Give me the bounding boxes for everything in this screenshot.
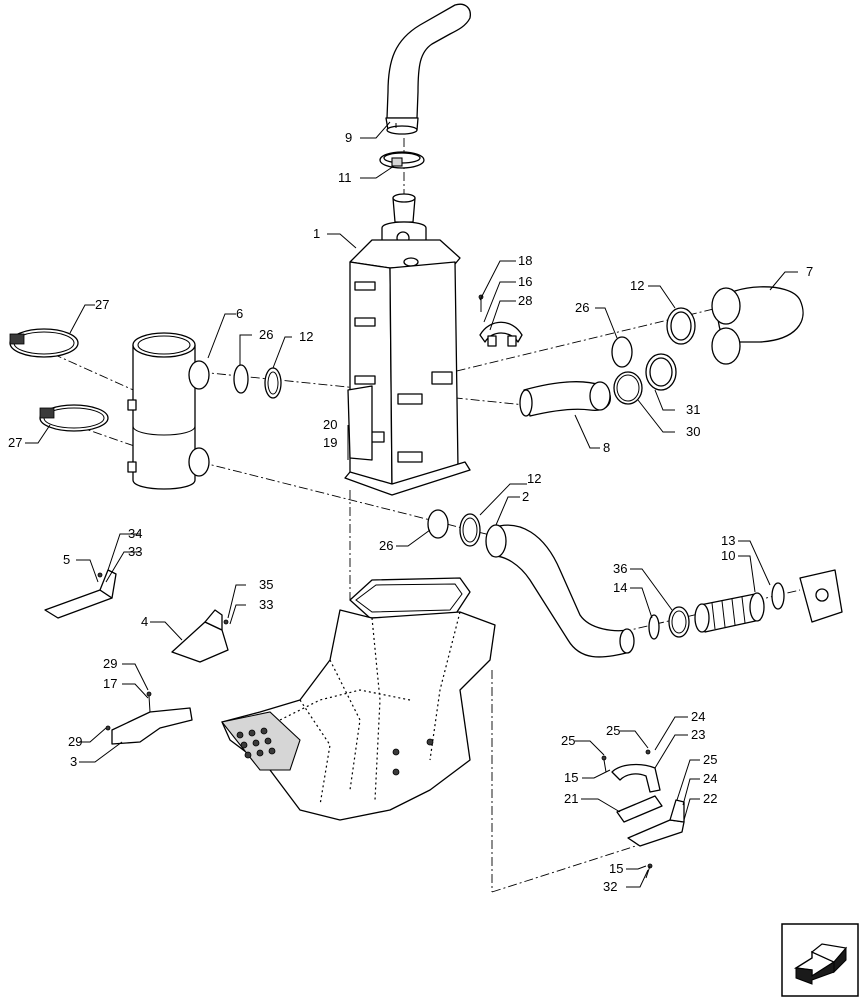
callout-4: 4 [141, 614, 148, 629]
callout-3: 3 [70, 754, 77, 769]
callout-27: 27 [95, 297, 109, 312]
callout-6: 6 [236, 306, 243, 321]
callout-14: 14 [613, 580, 627, 595]
callout-33: 33 [259, 597, 273, 612]
callout-26: 26 [259, 327, 273, 342]
callout-28: 28 [518, 293, 532, 308]
callout-10: 10 [721, 548, 735, 563]
callout-labels: 9 11 1 18 16 28 7 12 26 27 6 26 12 27 31… [8, 130, 813, 894]
callout-23: 23 [691, 727, 705, 742]
brackets-right [601, 749, 685, 879]
callout-8: 8 [603, 440, 610, 455]
callout-5: 5 [63, 552, 70, 567]
flex-bellows [648, 569, 843, 640]
upper-elbow-pipe [611, 286, 804, 368]
brackets-left [44, 569, 229, 745]
callout-12: 12 [630, 278, 644, 293]
curved-pipe [519, 381, 611, 417]
air-cleaner-canister [9, 328, 210, 490]
exhaust-elbow-pipe [385, 3, 471, 135]
callout-12: 12 [527, 471, 541, 486]
arrow-forward-icon [793, 943, 848, 985]
band-clamp [379, 151, 425, 169]
callout-36: 36 [613, 561, 627, 576]
callout-35: 35 [259, 577, 273, 592]
callout-29: 29 [103, 656, 117, 671]
lower-pipe [427, 509, 635, 658]
callout-1: 1 [313, 226, 320, 241]
callout-32: 32 [603, 879, 617, 894]
callout-25: 25 [606, 723, 620, 738]
next-page-button[interactable] [781, 923, 859, 997]
callout-15: 15 [564, 770, 578, 785]
callout-22: 22 [703, 791, 717, 806]
engine-hood-cowl [221, 577, 496, 821]
callout-29: 29 [68, 734, 82, 749]
callout-24: 24 [691, 709, 705, 724]
muffler-body [344, 193, 471, 496]
left-rings [233, 364, 282, 399]
callout-9: 9 [345, 130, 352, 145]
pipe-rings [613, 353, 677, 405]
callout-24: 24 [703, 771, 717, 786]
callout-21: 21 [564, 791, 578, 806]
callout-2: 2 [522, 489, 529, 504]
callout-20: 20 [323, 417, 337, 432]
callout-15: 15 [609, 861, 623, 876]
callout-33: 33 [128, 544, 142, 559]
callout-12: 12 [299, 329, 313, 344]
callout-31: 31 [686, 402, 700, 417]
callout-27: 27 [8, 435, 22, 450]
callout-19: 19 [323, 435, 337, 450]
callout-13: 13 [721, 533, 735, 548]
saddle-clamp [478, 294, 523, 347]
callout-30: 30 [686, 424, 700, 439]
callout-16: 16 [518, 274, 532, 289]
callout-17: 17 [103, 676, 117, 691]
callout-11: 11 [338, 170, 352, 185]
callout-26: 26 [379, 538, 393, 553]
callout-18: 18 [518, 253, 532, 268]
callout-34: 34 [128, 526, 142, 541]
callout-26: 26 [575, 300, 589, 315]
callout-25: 25 [561, 733, 575, 748]
callout-25: 25 [703, 752, 717, 767]
callout-7: 7 [806, 264, 813, 279]
leader-lines [25, 121, 798, 888]
